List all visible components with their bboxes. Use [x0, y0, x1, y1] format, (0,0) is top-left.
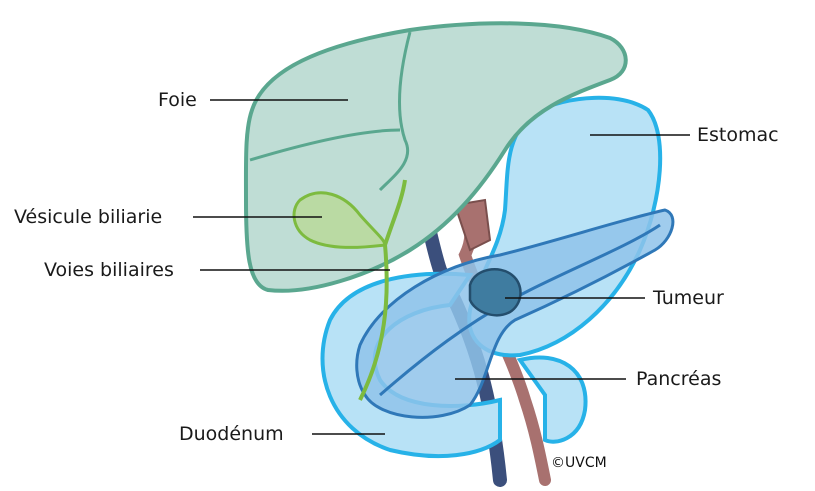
- tumor: [468, 268, 522, 317]
- label-bile-ducts: Voies biliaires: [44, 259, 174, 281]
- label-tumor: Tumeur: [653, 287, 724, 309]
- liver-fissure: [378, 31, 412, 192]
- liver-fissure-2: [249, 128, 401, 162]
- label-duodenum: Duodénum: [179, 423, 284, 445]
- copyright-notice: ©UVCM: [551, 455, 607, 471]
- label-gallbladder: Vésicule biliarie: [14, 206, 163, 228]
- pancreas: [355, 208, 675, 419]
- label-stomach: Estomac: [697, 124, 779, 146]
- artery-branch: [453, 198, 492, 252]
- label-liver: Foie: [158, 89, 197, 111]
- pancreatic-duct: [379, 223, 661, 397]
- bile-duct: [358, 179, 407, 401]
- label-pancreas: Pancréas: [636, 368, 722, 390]
- leader-lines: [193, 99, 690, 435]
